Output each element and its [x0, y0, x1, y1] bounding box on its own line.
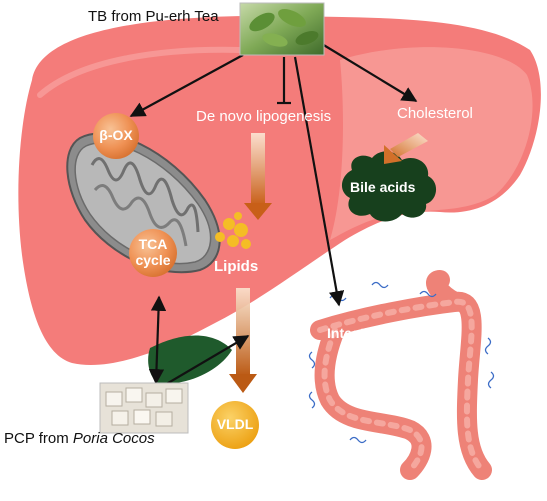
arrow-poria-to-lipids — [162, 335, 250, 387]
arrow-tea-to-intestine — [293, 56, 345, 307]
bile-acids-blob — [341, 151, 437, 222]
arrow-poria-to-tca — [148, 295, 167, 385]
tca-label-line2: cycle — [135, 252, 171, 268]
flow-arrow-cholesterol-to-bile-acids — [384, 133, 428, 164]
intestine — [310, 270, 492, 480]
tea-leaves-image — [239, 2, 325, 56]
poria-species-name: Poria Cocos — [72, 430, 155, 447]
vldl-label: VLDL — [216, 416, 254, 432]
flow-arrow-lipids-to-vldl — [229, 288, 257, 393]
lipid-droplets — [215, 212, 251, 249]
lipids-label: Lipids — [214, 258, 259, 275]
arrow-tea-to-cholesterol — [321, 43, 418, 102]
arrow-tea-to-beta-ox — [129, 54, 244, 117]
tea-source-label: TB from Pu-erh Tea — [88, 8, 219, 25]
flow-arrow-lipogenesis-to-lipids — [244, 133, 272, 220]
beta-ox-label: β-OX — [99, 127, 133, 143]
poria-source-prefix: PCP from — [4, 430, 73, 447]
cholesterol-label: Cholesterol — [397, 105, 473, 122]
lipogenesis-label: De novo lipogenesis — [196, 108, 332, 125]
bile-acids-label: Bile acids — [350, 179, 416, 195]
tca-cycle-ball — [129, 229, 177, 277]
mitochondrion — [66, 132, 221, 274]
tca-label-line1: TCA — [138, 236, 168, 252]
intestinal-peristalsis-label: Intestinal peristalsis — [327, 325, 462, 341]
gallbladder — [148, 335, 232, 385]
poria-source-label: PCP from Poria Cocos — [4, 430, 155, 447]
beta-ox-ball — [93, 113, 139, 159]
poria-cubes-image — [99, 382, 189, 434]
vldl-ball — [211, 401, 259, 449]
